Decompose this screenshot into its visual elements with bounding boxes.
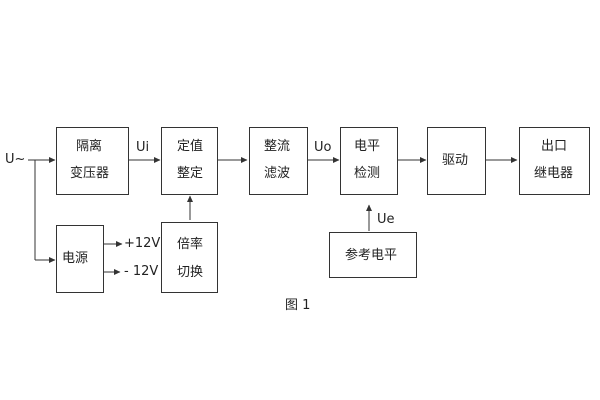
output-relay-label-2: 继电器 <box>534 166 574 181</box>
ui-signal-label: Ui <box>136 140 150 155</box>
power-supply-block <box>56 225 104 293</box>
ue-signal-label: Ue <box>377 212 395 227</box>
setting-block <box>161 127 218 195</box>
rectifier-filter-label-2: 滤波 <box>264 166 291 181</box>
drive-block <box>427 127 486 195</box>
level-detect-block <box>340 127 398 195</box>
minus12v-label: - 12V <box>124 264 159 279</box>
uo-signal-label: Uo <box>314 140 332 155</box>
plus12v-label: +12V <box>124 236 161 251</box>
output-relay-label-1: 出口 <box>541 139 568 154</box>
level-detect-label-1: 电平 <box>354 139 381 154</box>
setting-label-2: 整定 <box>177 166 204 181</box>
power-supply-label: 电源 <box>62 251 89 266</box>
level-detect-label-2: 检测 <box>354 166 381 181</box>
setting-label-1: 定值 <box>177 139 204 154</box>
output-relay-block <box>519 127 590 195</box>
isolation-transformer-label-2: 变压器 <box>70 166 110 181</box>
ratio-switch-block <box>161 222 218 293</box>
isolation-transformer-label-1: 隔离 <box>76 139 103 154</box>
reference-level-label: 参考电平 <box>345 248 398 263</box>
reference-level-block <box>329 232 417 278</box>
drive-label: 驱动 <box>442 153 469 168</box>
rectifier-filter-label-1: 整流 <box>264 139 291 154</box>
input-signal-label: U~ <box>5 152 26 167</box>
ratio-switch-label-1: 倍率 <box>177 237 204 252</box>
rectifier-filter-block <box>249 127 308 195</box>
ratio-switch-label-2: 切换 <box>177 265 204 280</box>
isolation-transformer-block <box>56 127 129 195</box>
figure-caption: 图 1 <box>285 298 311 313</box>
